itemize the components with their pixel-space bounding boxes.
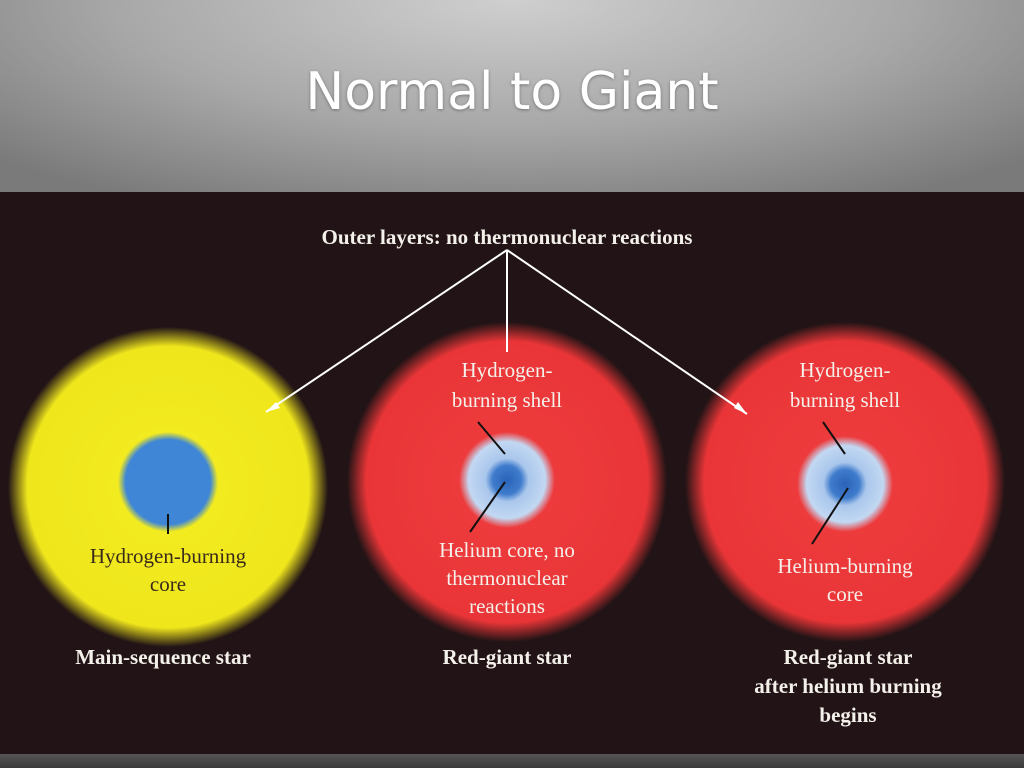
hydrogen-burning-core-disc (118, 432, 218, 532)
star-diagram: Outer layers: no thermonuclear reactions… (8, 225, 1005, 727)
pointer-helium-core (469, 481, 506, 533)
shell-label-red-giant-helium-2: burning shell (790, 388, 900, 412)
star-main-sequence (8, 327, 328, 647)
caption-red-giant: Red-giant star (443, 645, 572, 669)
pointer-helium-burning-core (811, 487, 849, 545)
red-giant-shell-core (459, 432, 555, 528)
hydrogen-burning-core-label-1: Hydrogen-burning (90, 544, 247, 568)
footer-strip (0, 754, 1024, 768)
outer-layers-label: Outer layers: no thermonuclear reactions (322, 225, 693, 249)
pointer-red-giant-helium (506, 249, 748, 415)
star-red-giant (347, 322, 667, 642)
shell-label-red-giant-helium-1: Hydrogen- (800, 358, 891, 382)
outer-layer-pointers (265, 249, 748, 415)
caption-red-giant-helium-1: Red-giant star (784, 645, 913, 669)
helium-burning-core-label-2: core (827, 582, 863, 606)
pointer-shell-red-giant-helium (822, 421, 846, 455)
red-giant-helium-shell-core (797, 436, 893, 532)
hydrogen-burning-core-label-2: core (150, 572, 186, 596)
helium-core-label-3: reactions (469, 594, 545, 618)
arrowhead-main-sequence (266, 402, 280, 412)
caption-red-giant-helium-3: begins (819, 703, 876, 727)
pointer-main-sequence (265, 249, 508, 413)
title-bar: Normal to Giant (0, 0, 1024, 192)
caption-red-giant-helium-2: after helium burning (754, 674, 942, 698)
helium-core-label-2: thermonuclear (446, 566, 567, 590)
shell-label-red-giant-1: Hydrogen- (462, 358, 553, 382)
caption-main-sequence: Main-sequence star (75, 645, 251, 669)
slide-title: Normal to Giant (305, 62, 719, 122)
helium-burning-core-label-1: Helium-burning (777, 554, 913, 578)
arrowhead-red-giant-helium (734, 402, 747, 414)
star-red-giant-helium (685, 322, 1005, 642)
pointer-shell-red-giant (477, 421, 506, 455)
inner-pointers (167, 421, 849, 545)
shell-label-red-giant-2: burning shell (452, 388, 562, 412)
helium-core-label-1: Helium core, no (439, 538, 575, 562)
diagram-panel: Outer layers: no thermonuclear reactions… (0, 192, 1024, 754)
